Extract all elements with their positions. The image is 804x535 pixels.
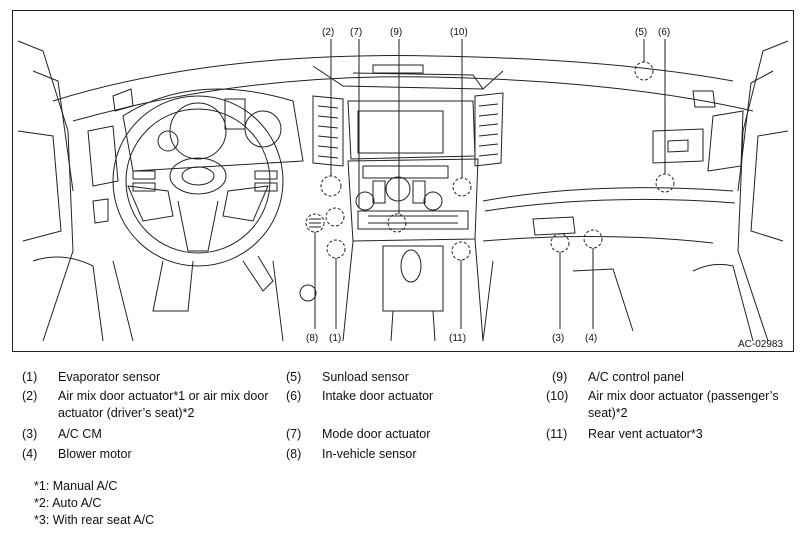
legend-text-7: Mode door actuator: [322, 427, 431, 441]
legend-num-10: (10): [546, 389, 569, 403]
legend-num-4: (4): [22, 447, 38, 461]
legend-num-5: (5): [286, 370, 302, 384]
callout-circle-10: [452, 177, 472, 197]
callout-circle-1: [326, 239, 346, 259]
callout-label-1: (1): [329, 333, 341, 344]
callout-circle-9: [387, 213, 407, 233]
legend-text-5: Sunload sensor: [322, 370, 409, 384]
callout-label-3: (3): [552, 333, 564, 344]
callout-circle-2: [320, 175, 342, 197]
legend-text-8: In-vehicle sensor: [322, 447, 417, 461]
legend-num-7: (7): [286, 427, 302, 441]
legend-text-9: A/C control panel: [588, 370, 684, 384]
callout-circle-11: [451, 241, 471, 261]
footnote-1: *1: Manual A/C: [34, 479, 118, 493]
callout-circle-8: [305, 213, 325, 233]
legend-num-9: (9): [552, 370, 568, 384]
callout-circle-6: [655, 173, 675, 193]
callout-label-6: (6): [658, 27, 670, 38]
legend-num-11: (11): [546, 427, 568, 441]
legend-num-3: (3): [22, 427, 38, 441]
callout-circle-5: [634, 61, 654, 81]
legend-text-4: Blower motor: [58, 447, 132, 461]
legend-num-8: (8): [286, 447, 302, 461]
legend-num-6: (6): [286, 389, 302, 403]
dashboard-line-drawing: (2) (7) (9) (10) (5) (6) (8) (1) (11) (3…: [17, 27, 789, 350]
callout-label-9: (9): [390, 27, 402, 38]
callout-circle-3: [550, 233, 570, 253]
legend-text-6: Intake door actuator: [322, 389, 434, 403]
legend-text-11: Rear vent actuator*3: [588, 427, 703, 441]
legend-num-1: (1): [22, 370, 38, 384]
callout-label-2: (2): [322, 27, 334, 38]
callout-label-8: (8): [306, 333, 318, 344]
footnote-2: *2: Auto A/C: [34, 496, 102, 510]
callout-label-10: (10): [450, 27, 468, 38]
callout-label-7: (7): [350, 27, 362, 38]
callout-circle-7: [325, 207, 345, 227]
legend-num-2: (2): [22, 389, 38, 403]
legend-text-10: Air mix door actuator (passenger’s seat)…: [588, 389, 779, 420]
footnote-3: *3: With rear seat A/C: [34, 513, 155, 527]
legend-text-3: A/C CM: [58, 427, 102, 441]
figure-code: AC-02983: [738, 339, 783, 350]
dashboard-diagram: (2) (7) (9) (10) (5) (6) (8) (1) (11) (3…: [12, 10, 794, 352]
legend-text-1: Evaporator sensor: [58, 370, 161, 384]
callout-circle-4: [583, 229, 603, 249]
callout-label-11: (11): [449, 333, 466, 344]
legend-text-2: Air mix door actuator*1 or air mix door …: [58, 389, 269, 420]
callout-label-4: (4): [585, 333, 597, 344]
callout-label-5: (5): [635, 27, 647, 38]
